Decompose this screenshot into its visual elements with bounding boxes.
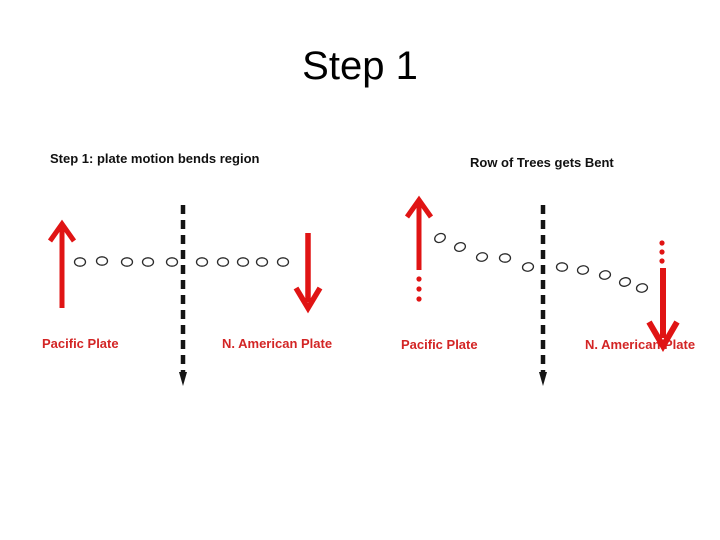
american-plate-label-left: N. American Plate: [222, 336, 333, 351]
down-arrow-icon: [293, 233, 323, 314]
pacific-plate-label-right: Pacific Plate: [401, 337, 478, 352]
fault-line-tip-icon: [179, 372, 187, 386]
up-arrow-dotted-icon: [404, 195, 434, 270]
pacific-plate-label-left: Pacific Plate: [42, 336, 119, 351]
right-diagram: [404, 195, 680, 386]
left-diagram-caption: Step 1: plate motion bends region: [50, 151, 260, 166]
down-arrow-dotted-icon: [646, 268, 680, 352]
down-arrow-motion-dots: [659, 240, 665, 264]
tree-row-straight: [73, 256, 290, 267]
up-arrow-motion-dots: [416, 276, 422, 302]
up-arrow-icon: [47, 219, 77, 308]
fault-line-tip-icon: [539, 372, 547, 386]
tree-row-bent: [434, 232, 649, 293]
left-diagram: [47, 205, 323, 386]
american-plate-label-right: N. American Plate: [585, 337, 696, 352]
right-diagram-caption: Row of Trees gets Bent: [470, 155, 614, 170]
slide-title: Step 1: [302, 44, 418, 88]
